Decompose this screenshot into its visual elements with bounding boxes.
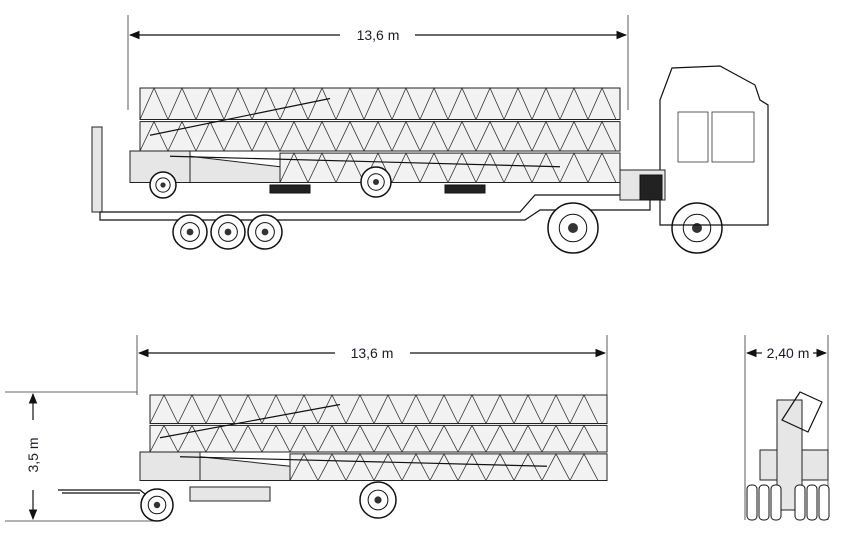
- width-label: 2,40 m: [767, 345, 810, 361]
- trailer-wheels: [149, 166, 723, 254]
- tow-bar: [58, 486, 271, 502]
- truck-transport-view: 13,6 m: [91, 15, 769, 254]
- crane-base: [139, 451, 201, 481]
- lattice-boom: [149, 424, 608, 453]
- end-view-wheel: [806, 484, 818, 521]
- axle-wheels: [140, 481, 397, 522]
- end-view-wheel: [818, 484, 830, 521]
- length-label-bottom: 13,6 m: [351, 345, 394, 361]
- length-dimension-top: 13,6 m: [127, 15, 629, 110]
- end-view-wheel: [770, 484, 782, 521]
- height-dimension: 3,5 m: [5, 391, 155, 522]
- height-label: 3,5 m: [25, 437, 41, 472]
- folded-crane-top: [129, 87, 621, 184]
- low-loader-trailer: [91, 126, 651, 221]
- lattice-boom: [279, 152, 621, 184]
- lattice-boom: [139, 121, 621, 152]
- length-dimension-bottom: 13,6 m: [136, 335, 608, 395]
- end-view: 2,40 m: [744, 335, 830, 521]
- lattice-boom: [289, 453, 608, 481]
- end-view-wheel: [758, 484, 770, 521]
- end-view-wheel: [794, 484, 806, 521]
- length-label-top: 13,6 m: [357, 27, 400, 43]
- end-view-wheel: [746, 484, 758, 521]
- towed-transport-view: 13,6 m 3,5 m: [5, 335, 608, 522]
- truck-tractor: [619, 65, 769, 226]
- lattice-boom: [149, 394, 608, 424]
- folded-crane-bottom: [139, 394, 608, 481]
